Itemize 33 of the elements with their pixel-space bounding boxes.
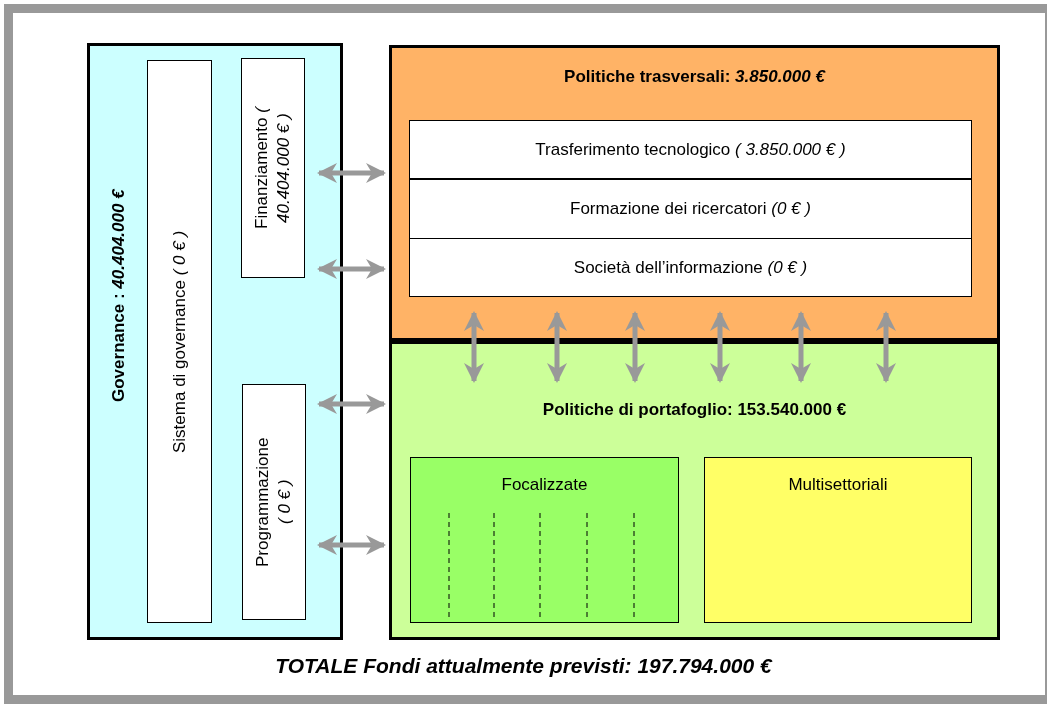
box-label: Sistema di governance ( 0 € ) (168, 230, 190, 453)
policy-row (409, 120, 972, 179)
double-arrow (876, 311, 896, 383)
policy-row (409, 179, 972, 238)
category-box (704, 457, 972, 623)
box-label: Trasferimento tecnologico ( 3.850.000 € ) (535, 138, 846, 161)
double-arrow (317, 259, 386, 279)
box-label: Politiche trasversali: 3.850.000 € (564, 67, 825, 86)
double-arrow (625, 311, 645, 383)
funding-box (241, 58, 305, 278)
governance-panel (87, 43, 343, 640)
double-arrow (547, 311, 567, 383)
programming-box (242, 384, 306, 620)
double-arrow (317, 535, 386, 555)
policy-row (409, 238, 972, 297)
double-arrow (464, 311, 484, 383)
box-label: Politiche di portafoglio: 153.540.000 € (542, 400, 847, 419)
box-label: Finanziamento ( 40.404.000 € ) (251, 105, 294, 231)
box-label: Multisettoriali (788, 475, 888, 494)
double-arrow (317, 394, 386, 414)
caption: TOTALE Fondi attualmente previsti: 197.794.000 € (275, 654, 772, 677)
policy-panel (389, 45, 1000, 341)
double-arrow (710, 311, 730, 383)
box-label: Focalizzate (501, 475, 588, 494)
box-label: Formazione dei ricercatori (0 € ) (570, 198, 811, 221)
double-arrow (317, 163, 386, 183)
governance-box (147, 60, 212, 623)
box-label: Programmazione ( 0 € ) (252, 436, 295, 569)
box-label: Governance : 40.404.000 € (108, 189, 130, 403)
box-label: Società dell’informazione (0 € ) (573, 256, 808, 279)
policy-panel (389, 341, 1000, 640)
category-box (410, 457, 679, 623)
double-arrow (791, 311, 811, 383)
